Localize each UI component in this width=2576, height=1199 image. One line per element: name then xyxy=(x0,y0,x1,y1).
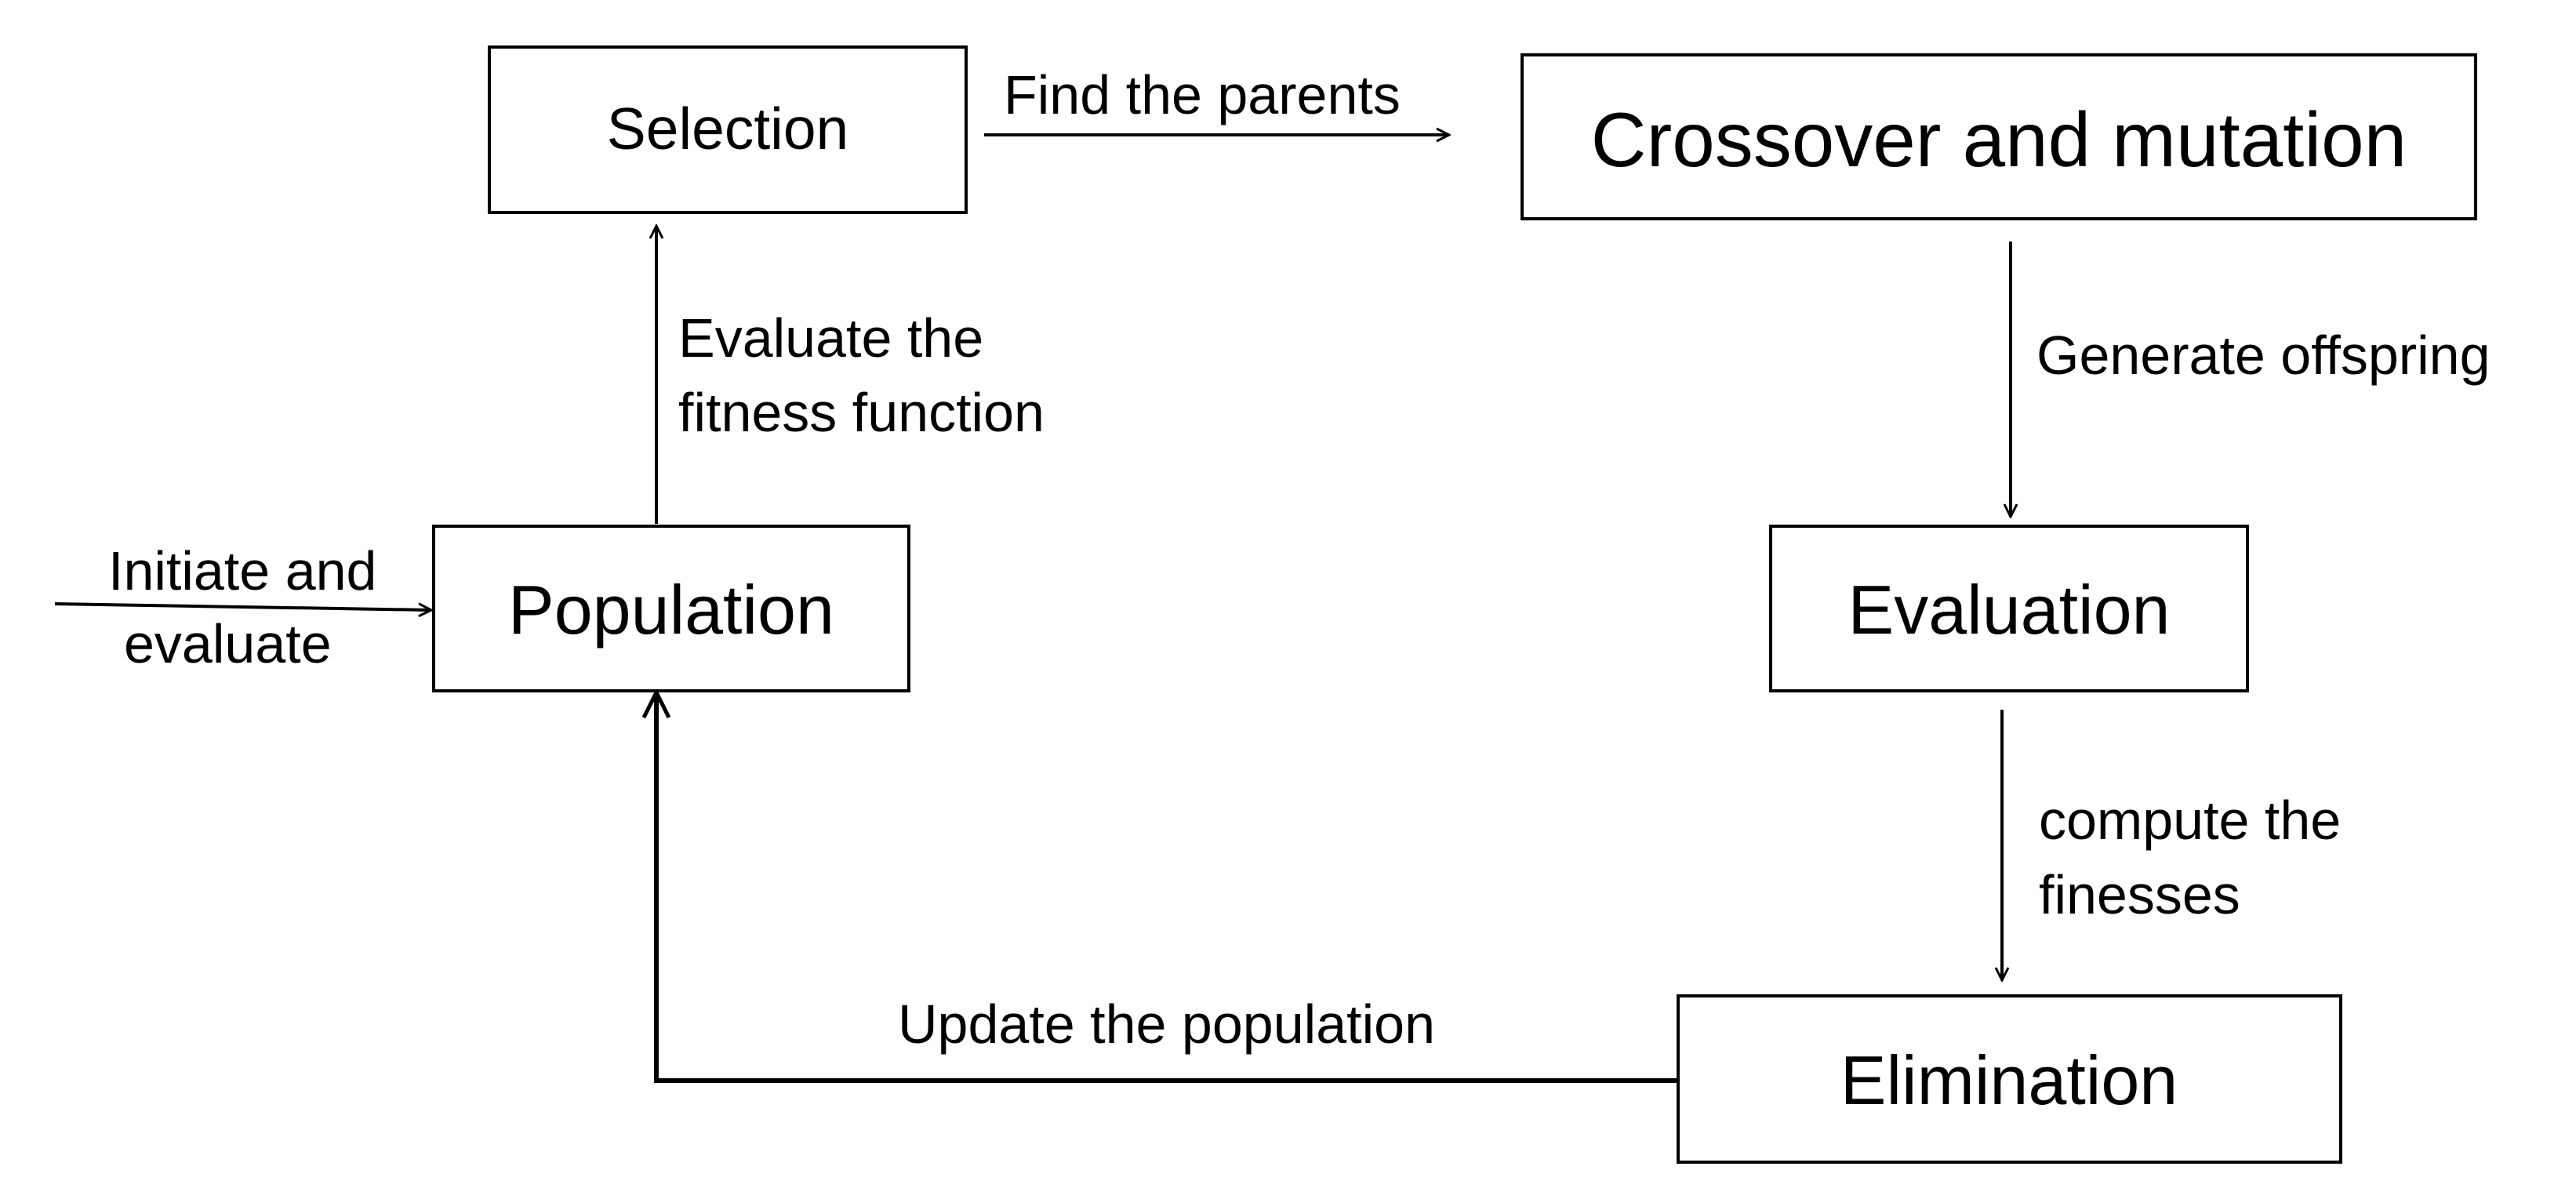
edge-generate-offspring: Generate offspring xyxy=(2011,242,2491,517)
initiate-arrow xyxy=(54,602,431,610)
evaluation-label: Evaluation xyxy=(1848,571,2171,649)
generate-offspring-label: Generate offspring xyxy=(2036,325,2491,386)
evaluate-fitness-label-line1: Evaluate the xyxy=(678,307,983,369)
compute-fitnesses-label-line2: finesses xyxy=(2039,864,2240,925)
population-label: Population xyxy=(508,571,834,649)
elimination-node: Elimination xyxy=(1677,994,2342,1164)
edge-update-population: Update the population xyxy=(656,692,1678,1083)
evaluation-node: Evaluation xyxy=(1769,525,2249,692)
edge-find-parents: Find the parents xyxy=(984,64,1449,135)
selection-node: Selection xyxy=(488,45,968,214)
find-parents-label: Find the parents xyxy=(1004,64,1401,125)
crossover-mutation-node: Crossover and mutation xyxy=(1521,53,2477,220)
elimination-label: Elimination xyxy=(1840,1041,2178,1119)
crossover-mutation-label: Crossover and mutation xyxy=(1591,96,2407,183)
edge-initiate: Initiate and evaluate xyxy=(54,540,431,674)
selection-label: Selection xyxy=(607,96,849,162)
update-population-arrow xyxy=(656,692,1678,1083)
compute-fitnesses-label-line1: compute the xyxy=(2039,790,2341,851)
initiate-label-line2: evaluate xyxy=(124,613,332,674)
initiate-label-line1: Initiate and xyxy=(108,540,376,601)
update-population-label: Update the population xyxy=(898,994,1435,1055)
evaluate-fitness-label-line2: fitness function xyxy=(678,382,1045,443)
population-node: Population xyxy=(432,525,910,692)
edge-compute-fitnesses: compute the finesses xyxy=(2002,710,2341,980)
edge-evaluate-fitness: Evaluate the fitness function xyxy=(656,226,1045,524)
